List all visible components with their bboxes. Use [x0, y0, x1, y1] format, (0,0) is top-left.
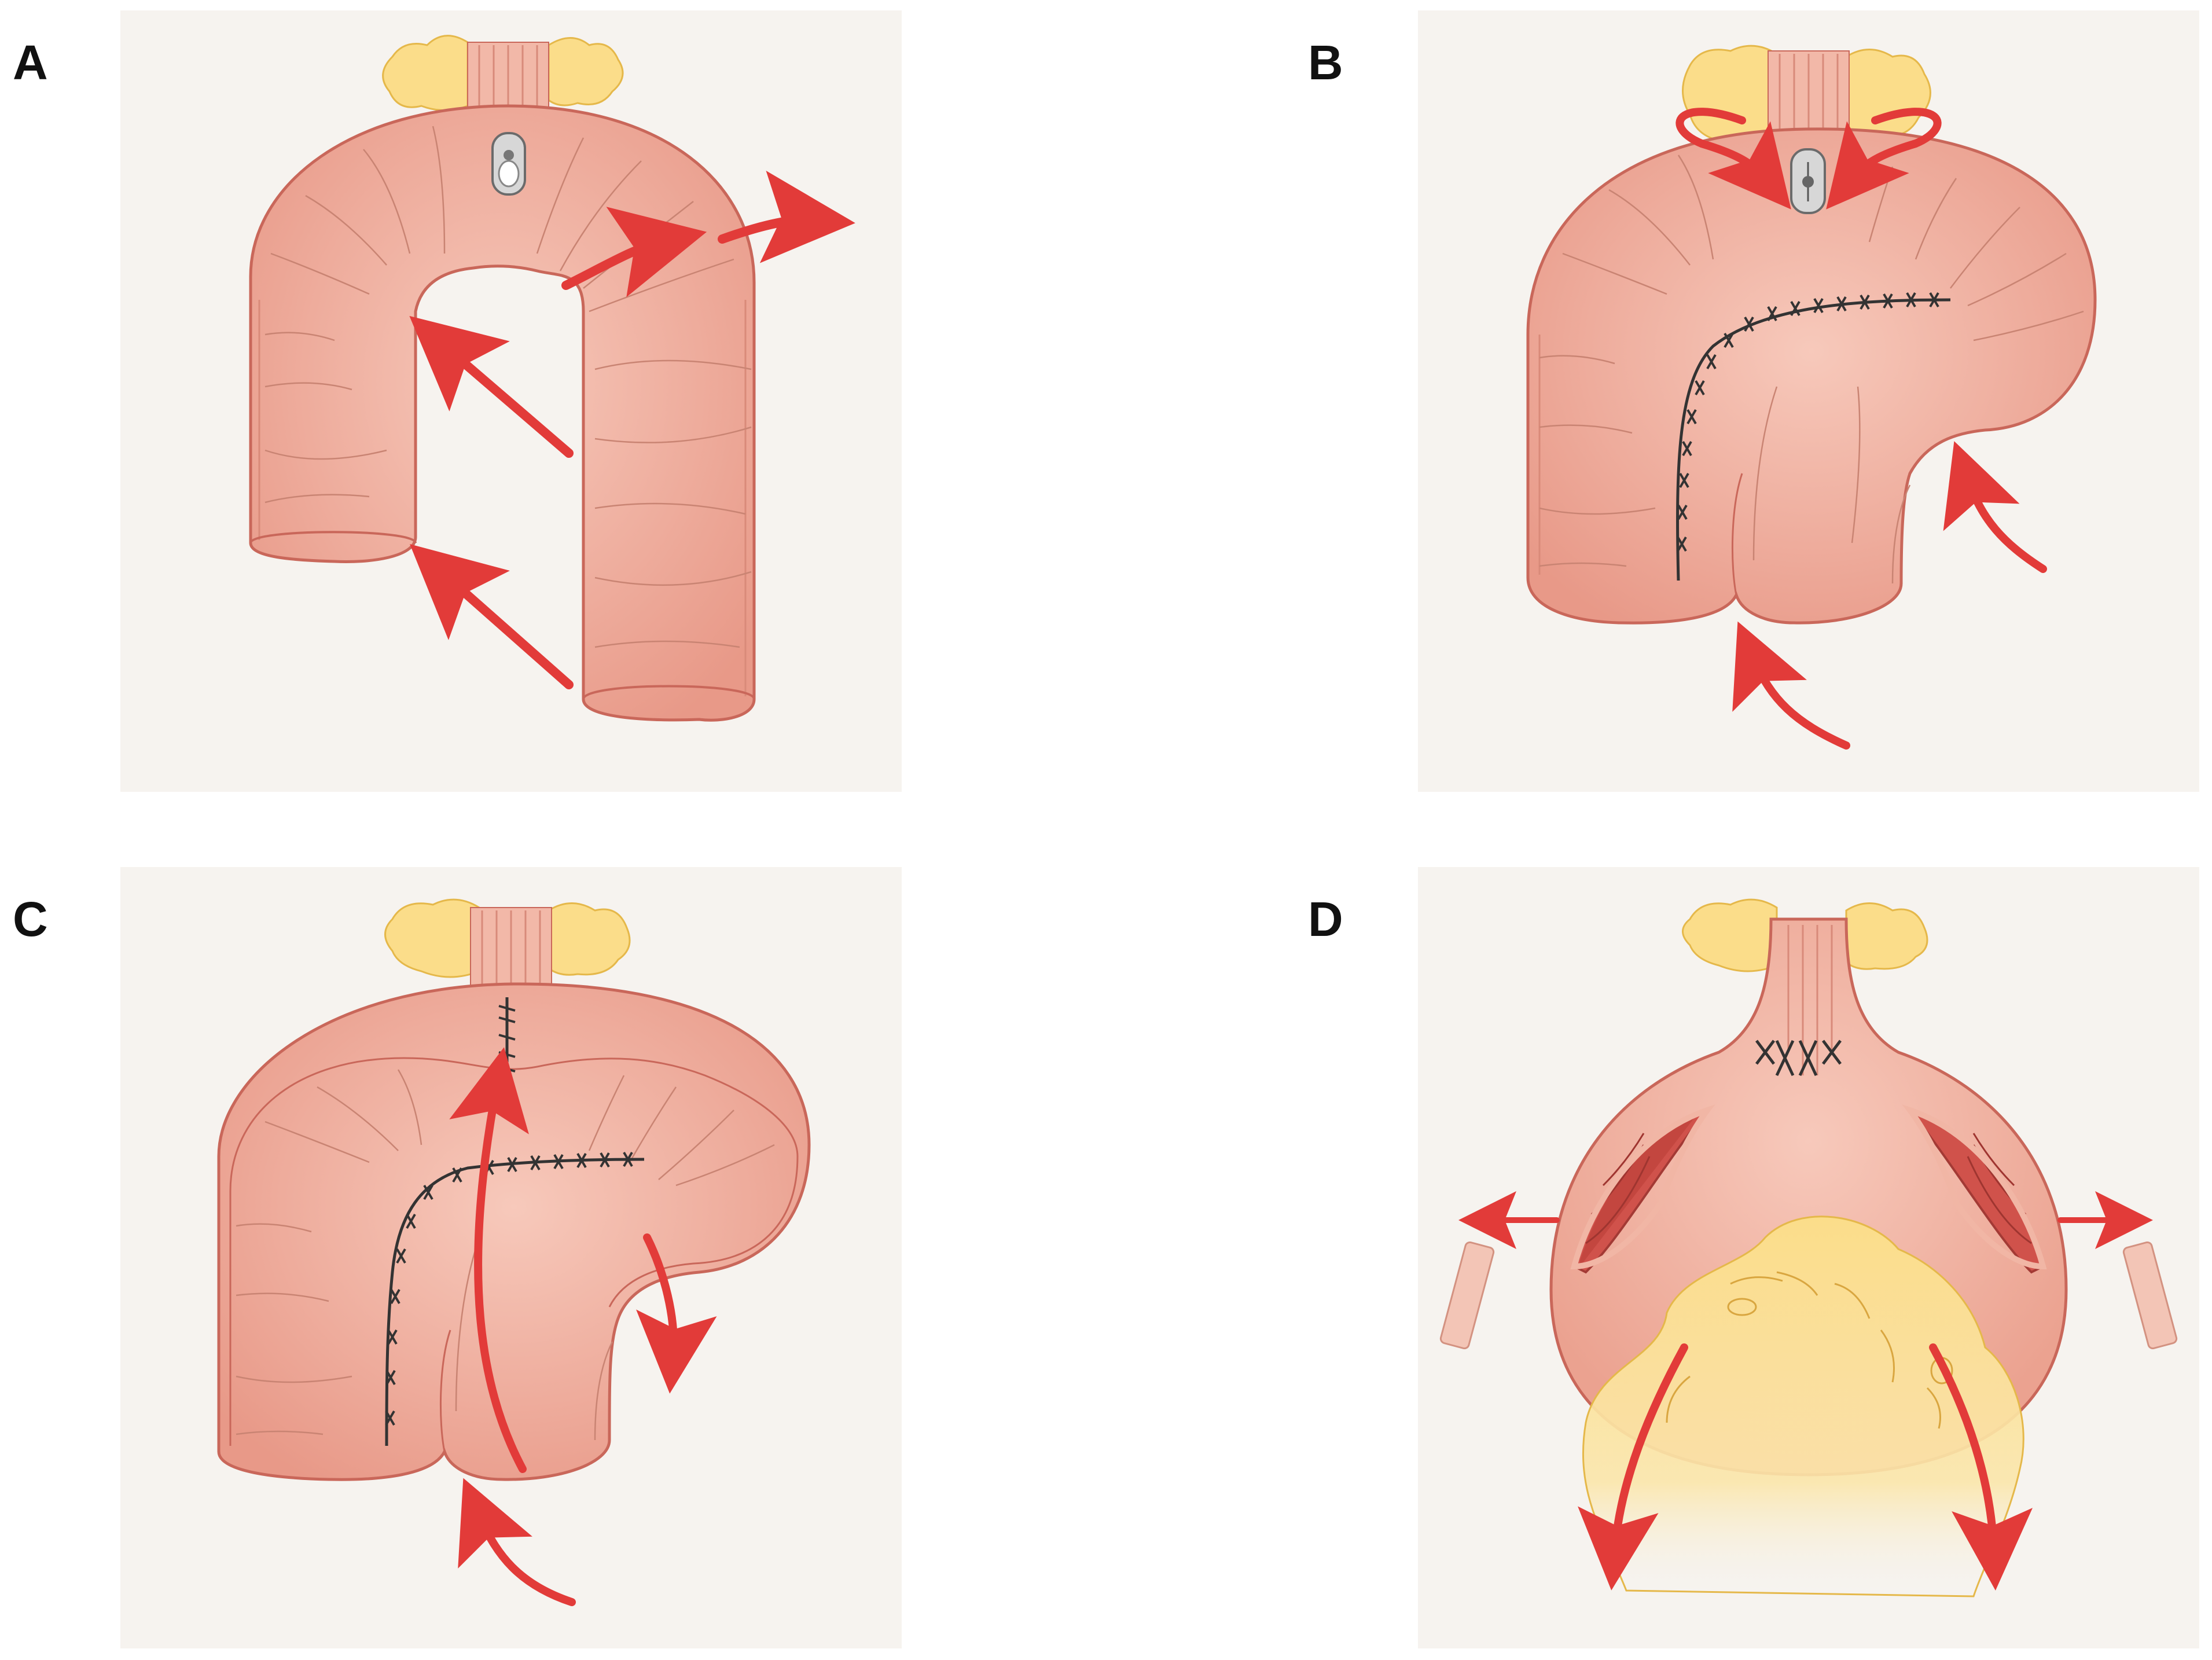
fat-tissue-icon [384, 898, 631, 989]
panel-c-illustration [217, 898, 811, 1606]
panel-a-illustration [249, 35, 855, 722]
suture-line-icon [1676, 292, 1951, 581]
panel-b-illustration [1526, 45, 2097, 750]
left-retractor [1439, 1241, 1495, 1350]
crease-lines [264, 126, 752, 648]
panel-label-a: A [13, 35, 48, 90]
panel-d-illustration [1439, 898, 2178, 1597]
red-arrow-icon [409, 170, 855, 689]
suture-line-icon [1755, 1040, 1842, 1077]
panel-label-b: B [1308, 35, 1343, 90]
feeding-tube-icon [1790, 148, 1826, 214]
right-retractor [2122, 1241, 2178, 1350]
red-arrow-icon [1675, 108, 2047, 750]
fat-tissue-icon [382, 35, 624, 118]
panel-label-c: C [13, 892, 48, 946]
feeding-tube-icon [491, 132, 526, 196]
bowel-folded-closed [217, 982, 811, 1481]
crease-lines [236, 1069, 775, 1441]
fat-tissue-icon [1682, 898, 1928, 972]
panel-a [120, 10, 902, 792]
panel-c [120, 867, 902, 1648]
bowel-folded [1526, 127, 2097, 625]
red-arrow-icon [449, 1047, 717, 1606]
red-arrow-icon [1578, 1343, 2033, 1591]
panel-b [1418, 10, 2199, 792]
panel-label-d: D [1308, 892, 1343, 946]
panel-d [1418, 867, 2199, 1648]
